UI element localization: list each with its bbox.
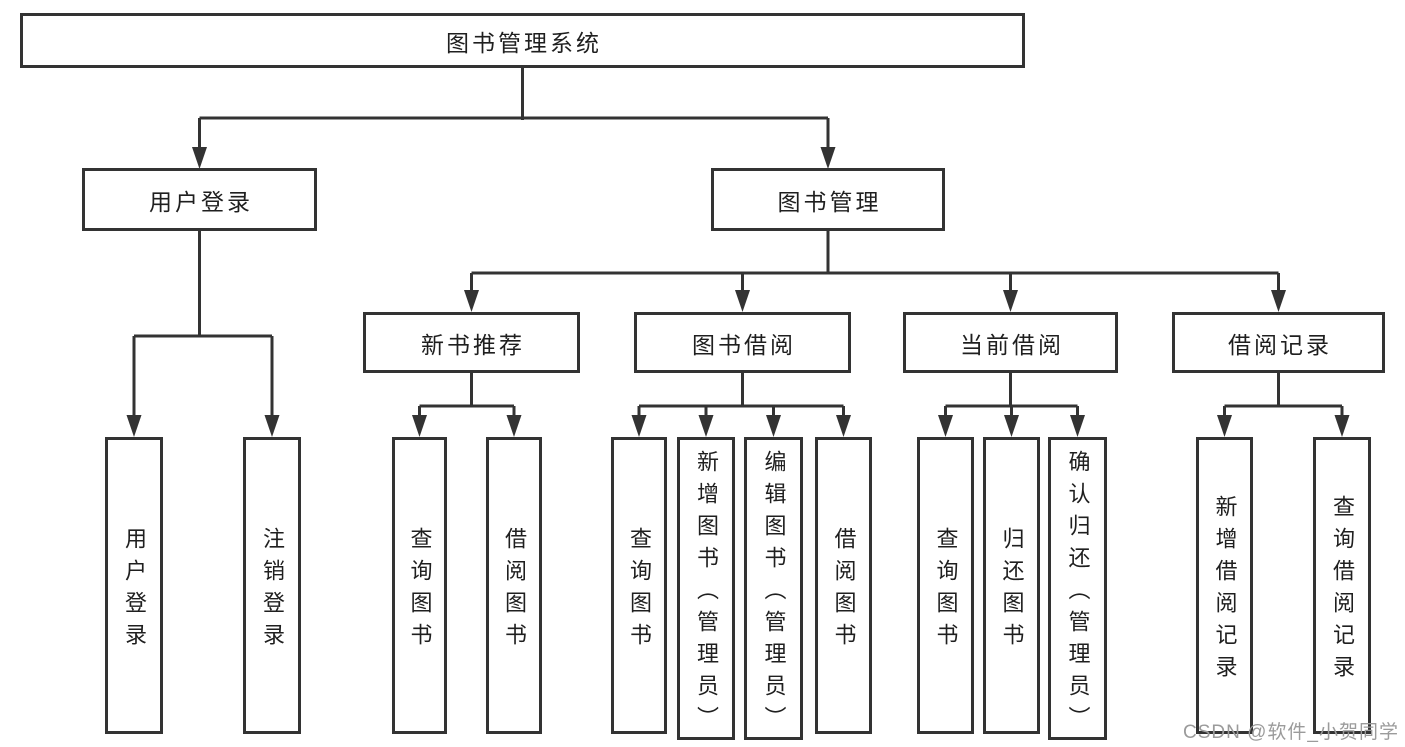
node-label: 借阅图书 [831,526,857,655]
leaf-current-return-books: 归还图书 [983,437,1040,734]
node-label: 图书借阅 [692,331,796,358]
node-label: 注销登录 [260,526,285,655]
arrowhead [1217,415,1232,437]
node-current-borrowing: 当前借阅 [903,312,1118,373]
node-book-management: 图书管理 [711,168,945,231]
arrowhead [506,415,522,437]
arrowhead [836,415,851,437]
node-book-borrowing: 图书借阅 [634,312,851,373]
leaf-current-query-books: 查询图书 [917,437,974,734]
node-label: 用户登录 [122,526,147,655]
arrowhead [412,415,427,437]
leaf-records-add-borrow-record: 新增借阅记录 [1196,437,1253,734]
node-new-book-recommend: 新书推荐 [363,312,580,373]
leaf-records-query-borrow-record: 查询借阅记录 [1313,437,1371,734]
arrowhead [1003,290,1018,312]
node-label: 确认归还（管理员） [1065,449,1091,738]
leaf-borrowing-query-books: 查询图书 [611,437,667,734]
arrowhead [126,415,142,437]
arrowhead [766,415,781,437]
leaf-user-login: 用户登录 [105,437,163,734]
arrowhead [631,415,647,437]
leaf-current-confirm-return-admin: 确认归还（管理员） [1048,437,1107,740]
arrowhead [1004,415,1019,437]
arrowhead [938,415,953,437]
leaf-newbook-borrow-books: 借阅图书 [486,437,542,734]
arrowhead [264,415,280,437]
node-label: 当前借阅 [960,331,1064,358]
arrowhead [820,147,836,169]
node-label: 编辑图书（管理员） [761,449,787,738]
node-label: 查询图书 [407,526,433,655]
node-library-management-system: 图书管理系统 [20,13,1025,68]
csdn-watermark: CSDN @软件_小贺同学 [1183,722,1399,743]
node-borrowing-records: 借阅记录 [1172,312,1385,373]
arrowhead [1334,415,1350,437]
arrowhead [1070,415,1085,437]
node-label: 借阅图书 [502,526,527,655]
node-label: 新增图书（管理员） [694,449,719,738]
node-label: 查询图书 [627,526,652,655]
arrowhead [735,290,750,312]
leaf-borrowing-edit-books-admin: 编辑图书（管理员） [744,437,803,740]
node-label: 用户登录 [149,188,253,215]
node-label: 新书推荐 [421,331,525,358]
leaf-borrowing-borrow-books: 借阅图书 [815,437,872,734]
node-user-login: 用户登录 [82,168,317,231]
arrowhead [698,415,714,437]
leaf-borrowing-add-books-admin: 新增图书（管理员） [677,437,735,740]
node-label: 借阅记录 [1228,331,1332,358]
arrowhead [192,147,207,169]
arrowhead [464,290,479,312]
leaf-newbook-query-books: 查询图书 [392,437,447,734]
node-label: 图书管理系统 [446,29,602,56]
node-label: 新增借阅记录 [1212,494,1238,687]
node-label: 查询图书 [933,526,959,655]
leaf-logout-login: 注销登录 [243,437,301,734]
node-label: 图书管理 [777,188,882,215]
node-label: 归还图书 [999,526,1025,655]
node-label: 查询借阅记录 [1330,494,1355,687]
arrowhead [1271,290,1286,312]
